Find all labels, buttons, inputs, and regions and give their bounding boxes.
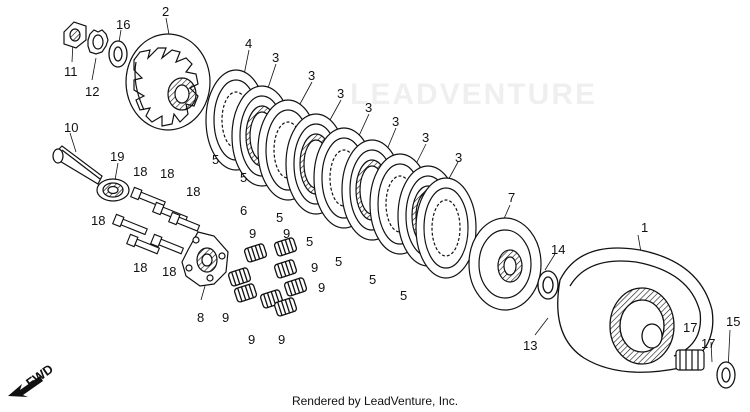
callout-3d: 3 bbox=[365, 100, 372, 115]
part-7-pressure-plate bbox=[468, 217, 542, 311]
callout-16: 16 bbox=[116, 17, 130, 32]
part-3-5-clutch-plate-stack bbox=[205, 69, 477, 279]
callout-14: 14 bbox=[551, 242, 565, 257]
part-16-washer bbox=[108, 40, 128, 68]
part-2-clutch-center bbox=[125, 33, 211, 131]
callout-3a: 3 bbox=[272, 50, 279, 65]
callout-17a: 17 bbox=[683, 320, 697, 335]
callout-5f: 5 bbox=[400, 288, 407, 303]
part-10-pushrod bbox=[52, 145, 103, 185]
callout-3f: 3 bbox=[422, 130, 429, 145]
callout-5g: 5 bbox=[240, 170, 247, 185]
watermark: LEADVENTURE bbox=[350, 78, 598, 111]
callout-19: 19 bbox=[110, 149, 124, 164]
fwd-label: FWD bbox=[23, 361, 56, 390]
callout-18d: 18 bbox=[91, 213, 105, 228]
callout-18e: 18 bbox=[133, 260, 147, 275]
part-8-pressure-plate bbox=[181, 231, 229, 287]
callout-9e: 9 bbox=[222, 310, 229, 325]
callout-3c: 3 bbox=[337, 86, 344, 101]
callout-15: 15 bbox=[726, 314, 740, 329]
callout-18b: 18 bbox=[160, 166, 174, 181]
callout-6: 6 bbox=[240, 203, 247, 218]
callout-3g: 3 bbox=[455, 150, 462, 165]
part-17-needle-bearing bbox=[675, 349, 705, 371]
callout-5e: 5 bbox=[369, 272, 376, 287]
part-18-bolts bbox=[111, 186, 201, 255]
callout-18c: 18 bbox=[186, 184, 200, 199]
callout-8: 8 bbox=[197, 310, 204, 325]
part-14-washer bbox=[537, 270, 559, 300]
callout-5a: 5 bbox=[212, 152, 219, 167]
callout-5d: 5 bbox=[335, 254, 342, 269]
callout-3e: 3 bbox=[392, 114, 399, 129]
callout-9a: 9 bbox=[249, 226, 256, 241]
callout-12: 12 bbox=[85, 84, 99, 99]
callout-9g: 9 bbox=[278, 332, 285, 347]
callout-1: 1 bbox=[641, 220, 648, 235]
callout-9b: 9 bbox=[283, 226, 290, 241]
fwd-arrow-icon: FWD bbox=[8, 361, 56, 397]
part-9-springs bbox=[227, 237, 308, 317]
leader-lines bbox=[69, 17, 731, 371]
callout-18f: 18 bbox=[162, 264, 176, 279]
callout-4: 4 bbox=[245, 36, 252, 51]
callout-7: 7 bbox=[508, 190, 515, 205]
part-15-thrust-washer bbox=[716, 361, 736, 389]
callout-17b: 17 bbox=[701, 336, 715, 351]
callout-labels: 1 2 3 3 3 3 3 3 3 4 5 5 5 5 5 5 5 6 7 8 … bbox=[64, 4, 740, 353]
part-12-lock-washer bbox=[87, 29, 109, 55]
part-19-bearing bbox=[96, 178, 130, 202]
callout-5b: 5 bbox=[276, 210, 283, 225]
part-11-nut bbox=[63, 21, 87, 49]
callout-9d: 9 bbox=[318, 280, 325, 295]
callout-5c: 5 bbox=[306, 234, 313, 249]
callout-2: 2 bbox=[162, 4, 169, 19]
callout-9c: 9 bbox=[311, 260, 318, 275]
callout-9f: 9 bbox=[248, 332, 255, 347]
callout-11: 11 bbox=[64, 64, 78, 79]
part-1-clutch-outer-housing bbox=[557, 247, 714, 373]
callout-3b: 3 bbox=[308, 68, 315, 83]
callout-13: 13 bbox=[523, 338, 537, 353]
callout-18a: 18 bbox=[133, 164, 147, 179]
footer-credit: Rendered by LeadVenture, Inc. bbox=[291, 394, 459, 408]
callout-10: 10 bbox=[64, 120, 78, 135]
